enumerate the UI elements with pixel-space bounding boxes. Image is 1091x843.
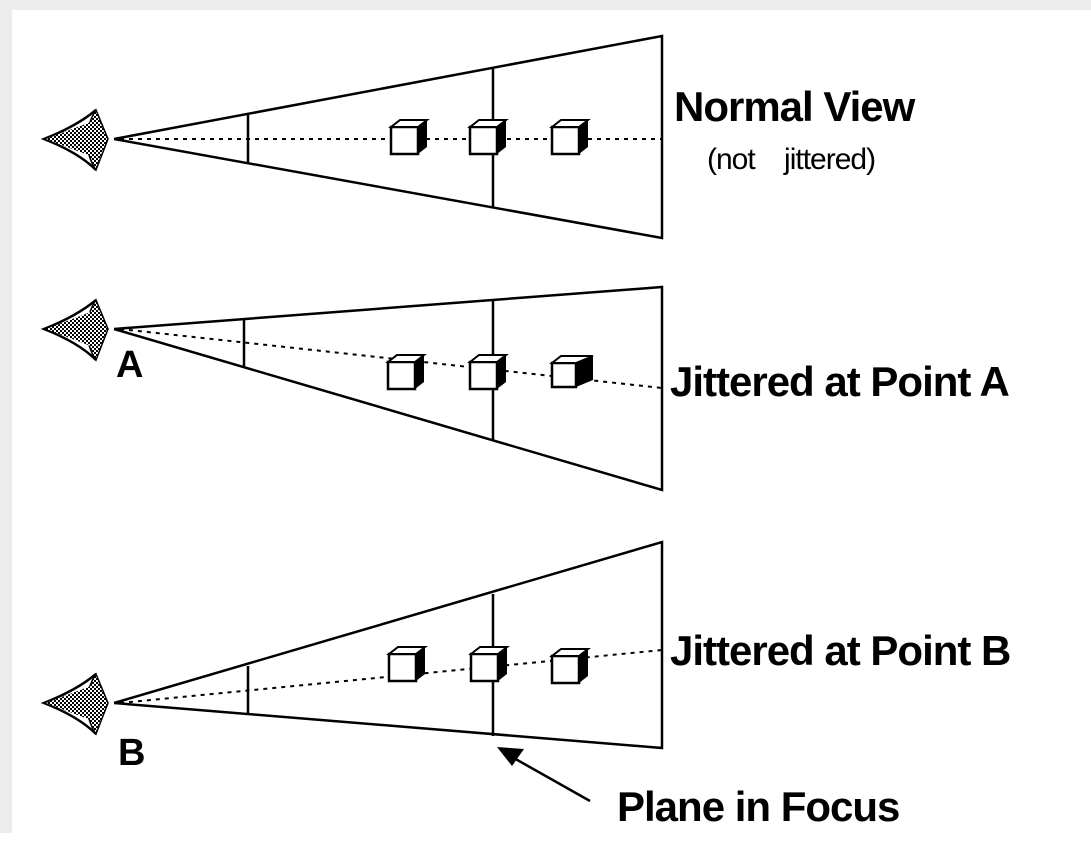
panel-normal: Normal View (not jittered) bbox=[40, 34, 917, 240]
panel-sublabel: (not jittered) bbox=[707, 143, 875, 176]
eye-icon bbox=[40, 108, 109, 172]
cube-icon bbox=[467, 354, 509, 391]
cube-icon bbox=[549, 648, 591, 685]
eye-icon bbox=[40, 298, 109, 362]
panel-label: Normal View bbox=[674, 83, 916, 130]
cube-icon bbox=[385, 354, 427, 391]
arrow-icon bbox=[497, 747, 591, 803]
panel-label: Jittered at Point B bbox=[670, 627, 1010, 674]
cube-icon bbox=[386, 646, 428, 683]
cube-icon bbox=[467, 119, 509, 156]
point-b-label: B bbox=[118, 732, 145, 774]
point-a-label: A bbox=[116, 344, 143, 386]
cube-icon bbox=[549, 119, 591, 156]
cube-icon bbox=[388, 119, 430, 156]
cube-icon bbox=[549, 355, 594, 389]
view-frustum bbox=[113, 540, 664, 750]
focus-plane-label: Plane in Focus bbox=[617, 783, 899, 830]
panel-label: Jittered at Point A bbox=[670, 358, 1009, 405]
panel-jitter-b: B Jittered at Point B Plane in Focus bbox=[40, 540, 1011, 830]
panel-jitter-a: A Jittered at Point A bbox=[40, 285, 1010, 492]
eye-icon bbox=[40, 672, 109, 736]
jitter-diagram: Normal View (not jittered) bbox=[40, 34, 1011, 830]
cube-icon bbox=[468, 646, 510, 683]
